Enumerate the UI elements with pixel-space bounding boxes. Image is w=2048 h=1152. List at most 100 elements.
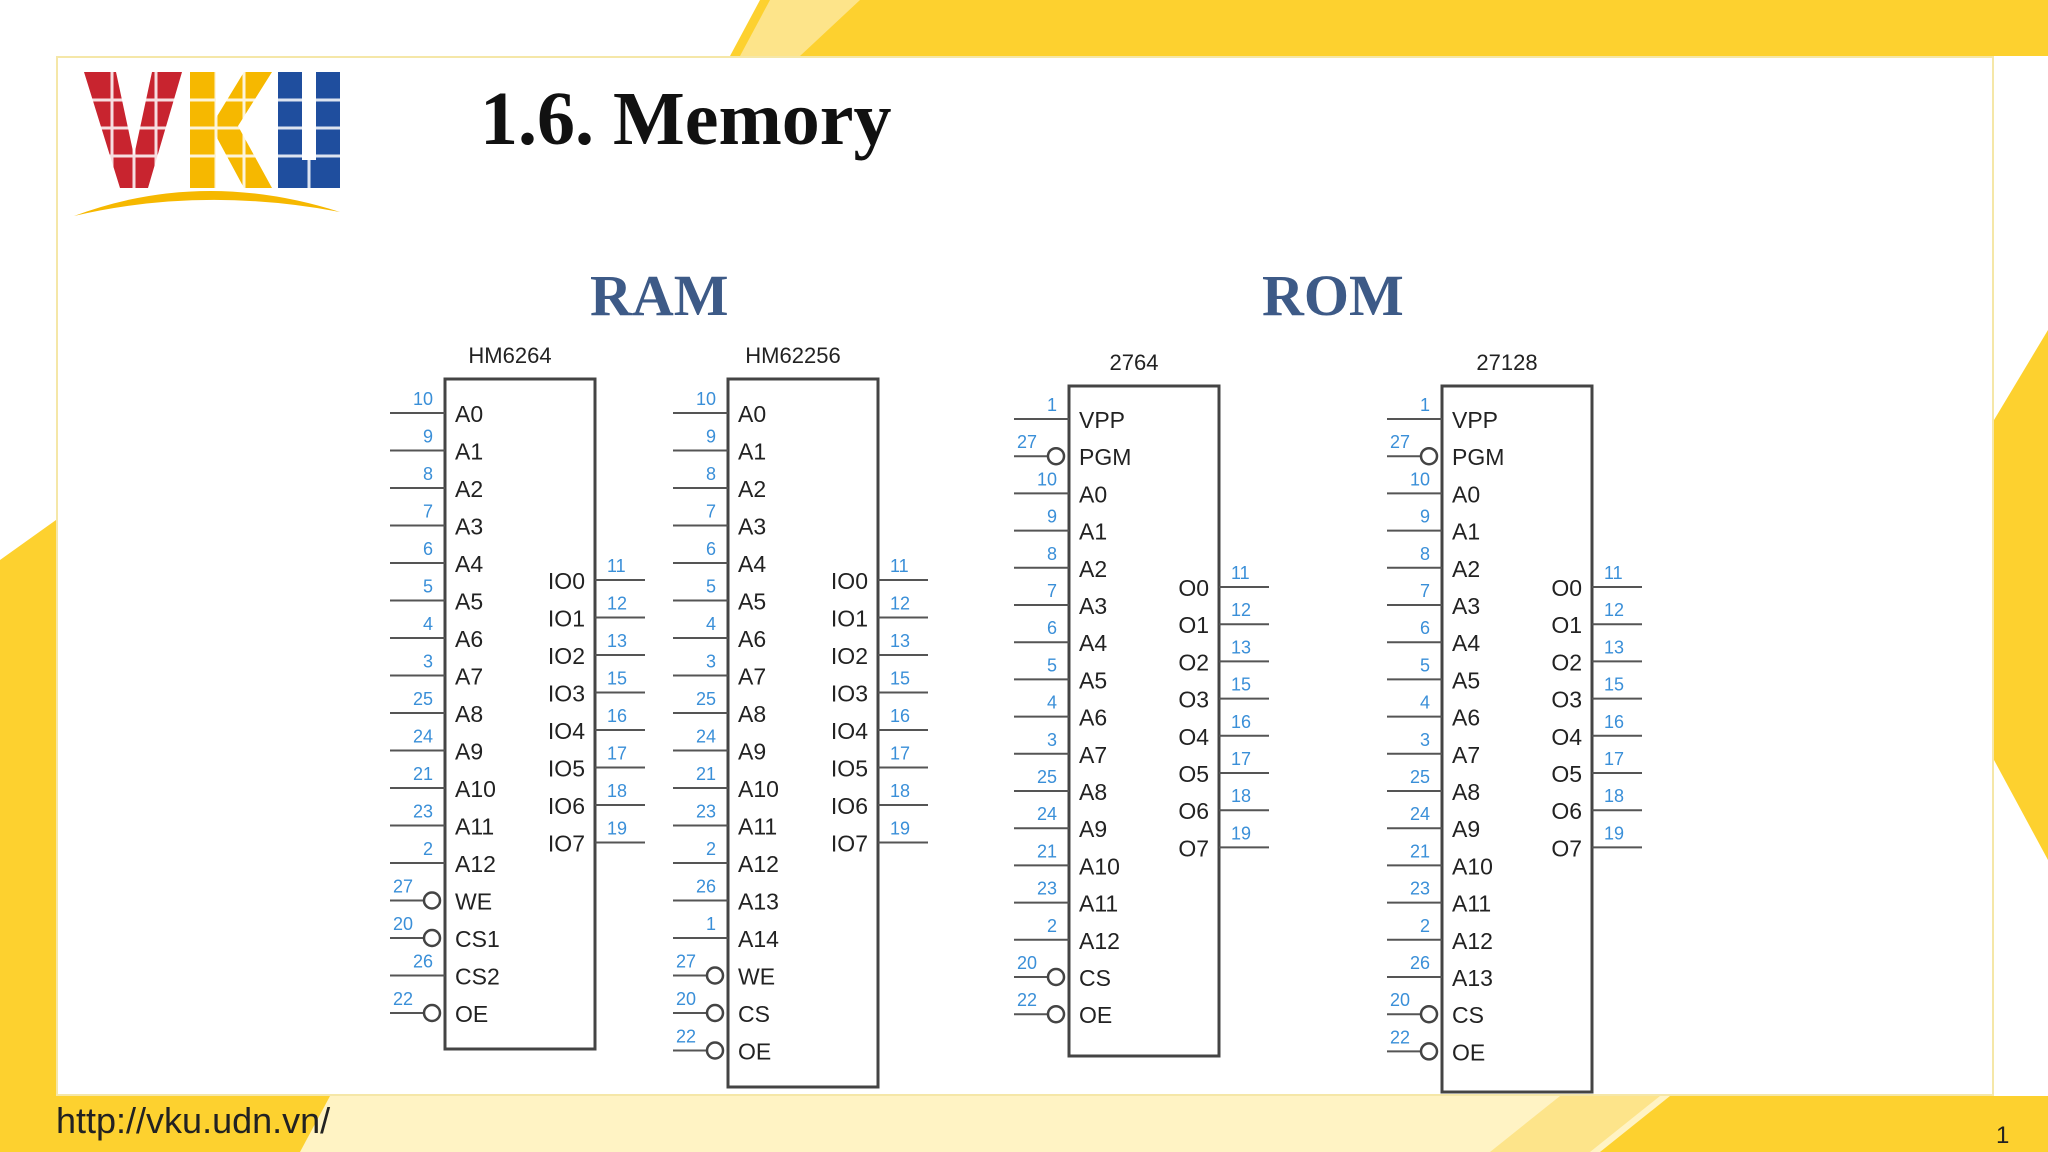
pin-label: A0 <box>738 401 766 427</box>
inversion-bubble <box>422 1003 442 1023</box>
pin-number: 13 <box>1604 637 1624 657</box>
pin-label: A12 <box>455 851 496 877</box>
pin-label: A6 <box>1452 705 1480 731</box>
pin-number: 13 <box>1231 637 1251 657</box>
pin-number: 16 <box>890 706 910 726</box>
pin-label: IO0 <box>548 568 585 594</box>
pin-label: PGM <box>1452 444 1504 470</box>
pin-number: 22 <box>1390 1027 1410 1047</box>
pin-label: A5 <box>455 589 483 615</box>
pin-label: IO4 <box>831 718 868 744</box>
pin-label: CS <box>738 1001 770 1027</box>
pin-label: IO7 <box>831 831 868 857</box>
pin-number: 25 <box>413 689 433 709</box>
pin-label: A0 <box>1452 481 1480 507</box>
pin-number: 17 <box>1231 749 1251 769</box>
chip-name: HM6264 <box>468 343 551 368</box>
pin-label: A2 <box>738 476 766 502</box>
pin-number: 3 <box>423 652 433 672</box>
pin-label: O6 <box>1551 798 1582 824</box>
pin-number: 4 <box>1420 693 1430 713</box>
pin-number: 19 <box>1231 823 1251 843</box>
pin-label: A9 <box>455 739 483 765</box>
pin-label: OE <box>738 1039 771 1065</box>
left-pin: 5A5 <box>390 577 483 615</box>
pin-number: 6 <box>1420 618 1430 638</box>
pin-number: 8 <box>1420 544 1430 564</box>
pin-number: 13 <box>890 631 910 651</box>
left-pin: 4A6 <box>390 614 483 652</box>
pin-number: 1 <box>706 914 716 934</box>
left-pin: 5A5 <box>673 577 766 615</box>
left-pin: 8A2 <box>1014 544 1107 582</box>
chip-name: 2764 <box>1110 350 1159 375</box>
pin-label: VPP <box>1079 407 1125 433</box>
page-title: 1.6. Memory <box>480 77 892 161</box>
pin-label: IO4 <box>548 718 585 744</box>
pin-number: 24 <box>1037 804 1057 824</box>
pin-label: O4 <box>1178 724 1209 750</box>
chip-hm62256: HM6225610A09A18A27A36A45A54A63A725A824A9… <box>673 343 928 1089</box>
pin-number: 2 <box>1420 916 1430 936</box>
slide-content-area <box>56 56 1994 1096</box>
pin-number: 9 <box>706 427 716 447</box>
pin-label: A0 <box>455 401 483 427</box>
pin-label: A1 <box>1079 519 1107 545</box>
pin-label: A8 <box>1452 779 1480 805</box>
pin-number: 10 <box>413 389 433 409</box>
pin-label: PGM <box>1079 444 1131 470</box>
pin-label: A6 <box>1079 705 1107 731</box>
pin-label: A4 <box>455 551 483 577</box>
left-pin: 7A3 <box>1014 581 1107 619</box>
inversion-bubble <box>705 966 725 985</box>
pin-label: A6 <box>738 626 766 652</box>
pin-number: 7 <box>1420 581 1430 601</box>
pin-number: 22 <box>1017 990 1037 1010</box>
pin-label: IO2 <box>548 643 585 669</box>
pin-label: A6 <box>455 626 483 652</box>
left-pin: 5A5 <box>1014 655 1107 693</box>
left-pin: 6A4 <box>390 539 483 577</box>
left-pin: 7A3 <box>390 502 483 540</box>
pin-number: 10 <box>696 389 716 409</box>
pin-number: 23 <box>1037 879 1057 899</box>
pin-label: A11 <box>1452 891 1491 917</box>
pin-number: 7 <box>1047 581 1057 601</box>
pin-number: 19 <box>890 819 910 839</box>
pin-number: 3 <box>1047 730 1057 750</box>
chip-c2764: 27641VPP27PGM10A09A18A27A36A45A54A63A725… <box>1014 350 1269 1058</box>
left-pin: 8A2 <box>673 464 766 502</box>
pin-number: 5 <box>1047 655 1057 675</box>
pin-number: 27 <box>1017 432 1037 452</box>
pin-label: IO1 <box>548 606 585 632</box>
inversion-bubble <box>705 1003 725 1023</box>
pin-label: A3 <box>1079 593 1107 619</box>
pin-number: 11 <box>1604 563 1623 583</box>
chip-name: 27128 <box>1476 350 1537 375</box>
inversion-bubble <box>1046 967 1066 987</box>
pin-label: WE <box>738 964 775 990</box>
pin-label: A1 <box>455 439 483 465</box>
pin-label: A10 <box>738 776 779 802</box>
pin-number: 7 <box>706 502 716 522</box>
pin-number: 18 <box>1231 786 1251 806</box>
pin-number: 20 <box>1017 953 1037 973</box>
pin-number: 8 <box>1047 544 1057 564</box>
